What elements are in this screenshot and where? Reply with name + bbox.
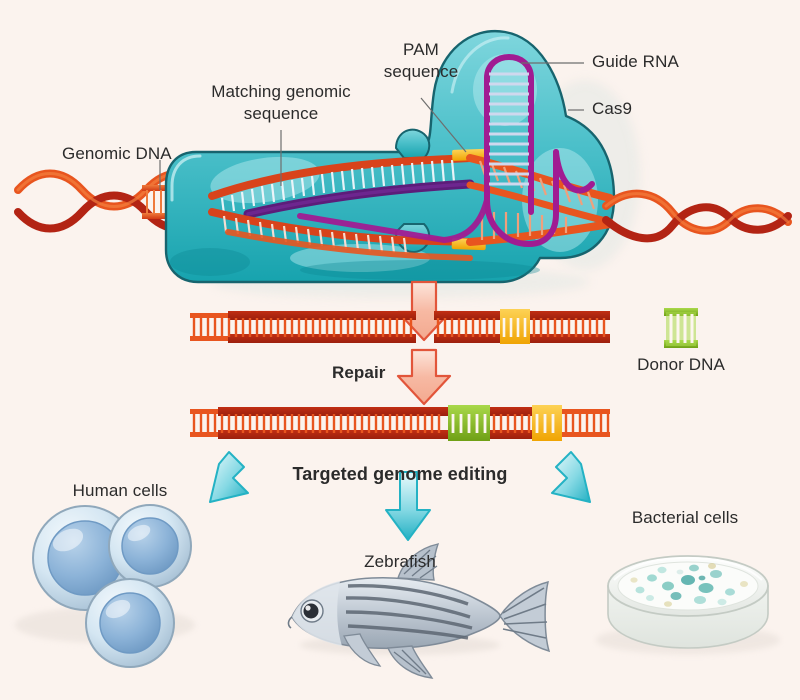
label-matching-genomic-sequence-line1: Matching genomic xyxy=(211,82,351,101)
label-bacterial-cells: Bacterial cells xyxy=(631,508,739,527)
leader-pam-sequence xyxy=(420,97,467,153)
bacterial-colonies xyxy=(630,563,748,607)
bacterial-cells xyxy=(596,555,780,654)
outcome-arrow-human xyxy=(209,451,249,503)
label-pam-sequence-line1: PAM xyxy=(403,40,439,59)
cut-dna-left-fragment xyxy=(190,311,416,343)
repair-arrow xyxy=(396,348,452,406)
label-repair: Repair xyxy=(332,363,386,382)
cut-dna-fragments xyxy=(190,309,610,344)
leader-lines xyxy=(159,62,584,190)
label-matching-genomic-sequence-line2: sequence xyxy=(243,104,319,123)
human-cells xyxy=(15,504,195,668)
label-zebrafish: Zebrafish xyxy=(364,552,436,571)
cut-dna-right-fragment xyxy=(434,309,610,344)
outcome-arrow-bacterial xyxy=(551,451,591,503)
label-guide-rna: Guide RNA xyxy=(592,52,679,71)
label-human-cells: Human cells xyxy=(72,481,168,500)
label-donor-dna: Donor DNA xyxy=(637,355,725,374)
label-pam-sequence-line2: sequence xyxy=(383,62,459,81)
label-genomic-dna: Genomic DNA xyxy=(62,144,172,163)
zebrafish xyxy=(287,543,551,679)
repaired-dna-strand xyxy=(190,405,610,441)
outcome-arrow-zebrafish xyxy=(385,471,431,541)
label-cas9: Cas9 xyxy=(592,99,633,118)
label-targeted-genome-editing: Targeted genome editing xyxy=(292,464,508,484)
guide-rna-hairpin[interactable] xyxy=(297,54,595,248)
donor-dna-icon xyxy=(664,308,698,348)
genomic-dna-helix-right xyxy=(602,189,792,243)
